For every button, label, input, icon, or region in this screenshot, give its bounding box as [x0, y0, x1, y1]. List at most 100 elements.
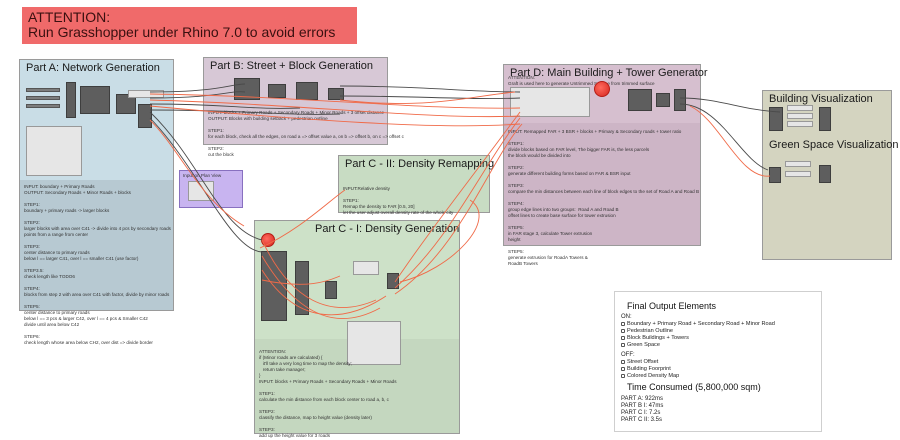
building-vis-component[interactable]: [819, 107, 831, 131]
part-d-component[interactable]: [656, 93, 670, 107]
attention-message: Run Grasshopper under Rhino 7.0 to avoid…: [28, 24, 336, 40]
attention-banner: ATTENTION: Run Grasshopper under Rhino 7…: [22, 7, 357, 44]
final-output-on-item[interactable]: Green Space: [621, 342, 660, 348]
part-a-notes: INPUT: boundary + Primary Roads OUTPUT: …: [24, 184, 171, 345]
final-output-on-item[interactable]: Block Buildings + Towers: [621, 335, 689, 341]
part-a-component[interactable]: [66, 82, 76, 118]
wire: [149, 111, 263, 241]
part-c1-panel[interactable]: [353, 261, 379, 275]
toggle-icon[interactable]: [621, 321, 625, 326]
group-part-a-notes-area: [20, 180, 173, 310]
building-vis-component[interactable]: [769, 107, 783, 131]
final-output-panel[interactable]: Final Output Elements ON: Boundary + Pri…: [614, 291, 822, 432]
part-a-slider[interactable]: [26, 96, 60, 100]
wire: [689, 105, 771, 177]
group-part-d-title: Part D: Main Building + Tower Generator: [510, 67, 708, 79]
green-space-visualization-title: Green Space Visualization: [769, 139, 899, 151]
green-vis-component[interactable]: [819, 165, 831, 183]
wire: [679, 97, 781, 113]
final-output-on-item[interactable]: Boundary + Primary Road + Secondary Road…: [621, 321, 775, 327]
building-vis-swatch[interactable]: [787, 121, 813, 127]
wire-group: [149, 83, 781, 320]
group-building-visualization[interactable]: Building Visualization Green Space Visua…: [762, 90, 898, 260]
building-vis-swatch[interactable]: [787, 113, 813, 119]
part-d-script-component[interactable]: [594, 81, 610, 97]
toggle-icon[interactable]: [621, 342, 625, 347]
time-consumed-title: Time Consumed (5,800,000 sqm): [627, 382, 761, 392]
part-d-panel[interactable]: [510, 87, 590, 117]
final-output-off-item[interactable]: Colored Density Map: [621, 373, 679, 379]
part-c1-attention-note: ATTENTION: if (Minor roads are calculate…: [259, 349, 352, 378]
wire: [261, 255, 381, 320]
wire: [149, 93, 521, 109]
group-part-d-notes-area: [504, 123, 700, 245]
group-part-b-title: Part B: Street + Block Generation: [210, 60, 373, 72]
toggle-icon[interactable]: [621, 373, 625, 378]
wire: [149, 117, 263, 253]
part-a-component[interactable]: [138, 104, 152, 128]
wire: [149, 91, 246, 99]
part-a-text-panel[interactable]: [26, 126, 82, 176]
final-output-on-item[interactable]: Pedestrian Outline: [621, 328, 673, 334]
building-vis-swatch[interactable]: [787, 105, 813, 111]
part-c1-preview-panel[interactable]: [347, 321, 401, 365]
group-part-c2[interactable]: Part C - II: Density Remapping INPUT:Rel…: [338, 155, 494, 215]
part-c2-notes: INPUT:Relative density STEP1: Remap the …: [343, 186, 454, 215]
wire: [149, 99, 521, 118]
part-d-component[interactable]: [674, 89, 686, 111]
time-part-c2: PART C II: 3.5s: [621, 417, 663, 423]
toggle-icon[interactable]: [621, 335, 625, 340]
wire: [259, 189, 346, 249]
group-part-c1-title: Part C - I: Density Generation: [315, 223, 460, 235]
wire: [261, 269, 387, 316]
wire: [149, 103, 301, 109]
green-vis-component[interactable]: [769, 167, 781, 183]
part-a-slider[interactable]: [26, 104, 60, 108]
building-visualization-title: Building Visualization: [769, 93, 873, 105]
final-output-off-item[interactable]: Building Foorprint: [621, 366, 671, 372]
wire: [339, 91, 516, 104]
toggle-icon[interactable]: [621, 366, 625, 371]
final-output-off-item[interactable]: Street Offset: [621, 359, 658, 365]
group-part-c2-title: Part C - II: Density Remapping: [345, 158, 495, 170]
part-d-notes: INPUT: Remapped FAR + 3 BSR + blocks + P…: [508, 129, 700, 266]
wire: [339, 95, 521, 100]
wire: [339, 85, 521, 93]
wire: [394, 123, 523, 295]
wire: [394, 117, 521, 289]
time-part-a: PART A: 922ms: [621, 396, 664, 402]
part-c1-component[interactable]: [325, 281, 337, 299]
final-output-off-label: OFF:: [621, 352, 635, 358]
wire: [261, 275, 341, 285]
green-vis-swatch[interactable]: [785, 161, 811, 167]
green-vis-swatch[interactable]: [785, 171, 811, 177]
wire: [399, 199, 480, 283]
group-part-a-title: Part A: Network Generation: [26, 62, 160, 74]
wire: [679, 103, 769, 171]
attention-heading: ATTENTION:: [28, 9, 111, 25]
wire: [394, 111, 521, 283]
part-d-component[interactable]: [628, 89, 652, 111]
part-a-component[interactable]: [80, 86, 110, 114]
wire: [149, 119, 245, 227]
group-part-c1[interactable]: Part C - I: Density Generation ATTENTION…: [254, 220, 460, 438]
part-c1-notes: INPUT: blocks + Primary Roads + Secondar…: [259, 379, 397, 438]
wire: [261, 239, 377, 308]
part-b-component[interactable]: [234, 78, 260, 100]
part-c1-component[interactable]: [387, 273, 399, 289]
part-b-component[interactable]: [268, 84, 286, 98]
group-part-a[interactable]: Part A: Network Generation INPUT: bounda…: [19, 59, 174, 345]
toggle-icon[interactable]: [621, 359, 625, 364]
toggle-icon[interactable]: [621, 328, 625, 333]
part-a-slider[interactable]: [26, 88, 60, 92]
part-b-component[interactable]: [328, 88, 344, 100]
final-output-on-label: ON:: [621, 314, 632, 320]
input-plan-view-label: Input on Plan View: [183, 173, 222, 178]
time-part-c1: PART C I: 7.2s: [621, 410, 661, 416]
group-part-b[interactable]: Part B: Street + Block Generation INPUT:…: [203, 57, 404, 157]
final-output-title: Final Output Elements: [627, 301, 717, 311]
part-a-component[interactable]: [116, 94, 136, 114]
wire: [149, 83, 246, 93]
group-part-d[interactable]: Part D: Main Building + Tower Generator …: [503, 64, 708, 266]
